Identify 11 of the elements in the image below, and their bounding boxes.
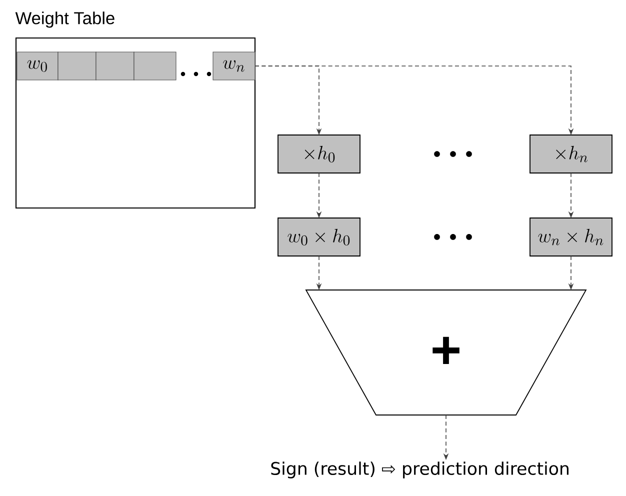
- node-label: Weight Table: [15, 12, 114, 28]
- table-cell: $w_0$: [16, 52, 58, 80]
- process-box: $w_0 \times h_0$: [278, 218, 360, 256]
- table-cell: $w_n$: [212, 52, 256, 80]
- table-cell: [58, 52, 96, 80]
- process-box: $\times h_0$: [278, 134, 360, 174]
- result-text: Sign (result) ⇨ prediction direction: [271, 462, 568, 478]
- table-cell: [96, 52, 134, 80]
- process-box: $w_n \times h_n$: [530, 218, 612, 256]
- table-cell: [134, 52, 176, 80]
- process-box: $\times h_n$: [530, 134, 612, 174]
